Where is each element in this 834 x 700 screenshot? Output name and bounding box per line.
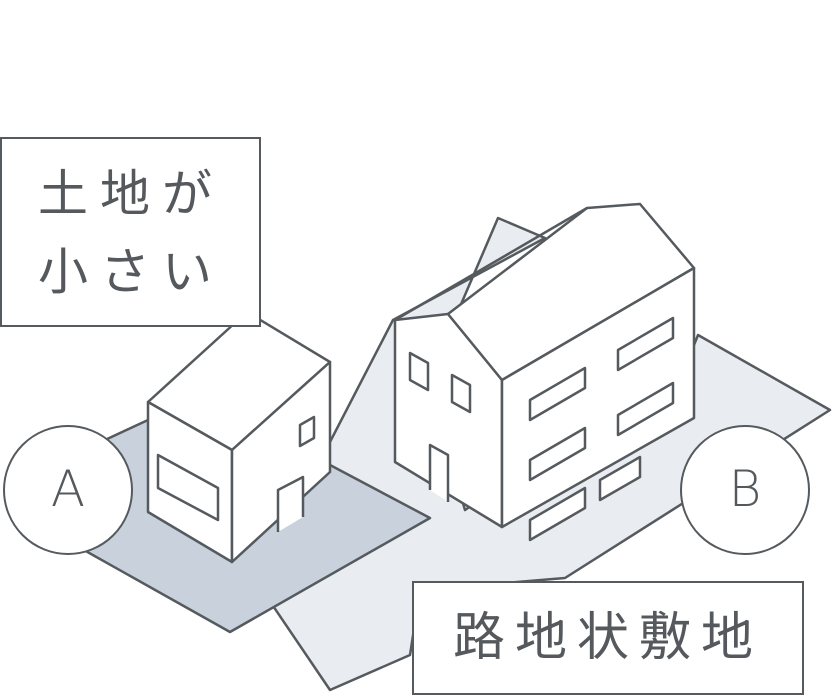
- house-a-window-side: [298, 415, 316, 448]
- house-b-roof: [446, 202, 696, 382]
- house-b-balcony-3: [616, 316, 675, 372]
- label-flag-lot: 路地状敷地: [412, 581, 804, 695]
- house-b-balcony-1: [528, 366, 587, 422]
- house-a-door: [276, 475, 305, 532]
- house-b-door: [428, 443, 450, 502]
- marker-a: A: [3, 425, 133, 555]
- house-b-balcony-2: [528, 426, 587, 482]
- house-a: [146, 310, 332, 564]
- label-small-land-line-1: 土地が: [38, 165, 224, 223]
- house-b-window-1: [408, 351, 430, 392]
- house-b-window-2: [450, 373, 472, 414]
- house-a-window-front: [156, 453, 220, 522]
- marker-b: B: [680, 425, 810, 555]
- house-b: [393, 202, 696, 542]
- house-b-balcony-6: [598, 455, 642, 502]
- house-b-balcony-4: [616, 381, 675, 437]
- house-b-balcony-5: [528, 486, 587, 542]
- label-small-land: 土地が 小さい: [0, 137, 261, 327]
- house-a-side-wall: [230, 360, 332, 564]
- label-small-land-line-2: 小さい: [38, 243, 224, 301]
